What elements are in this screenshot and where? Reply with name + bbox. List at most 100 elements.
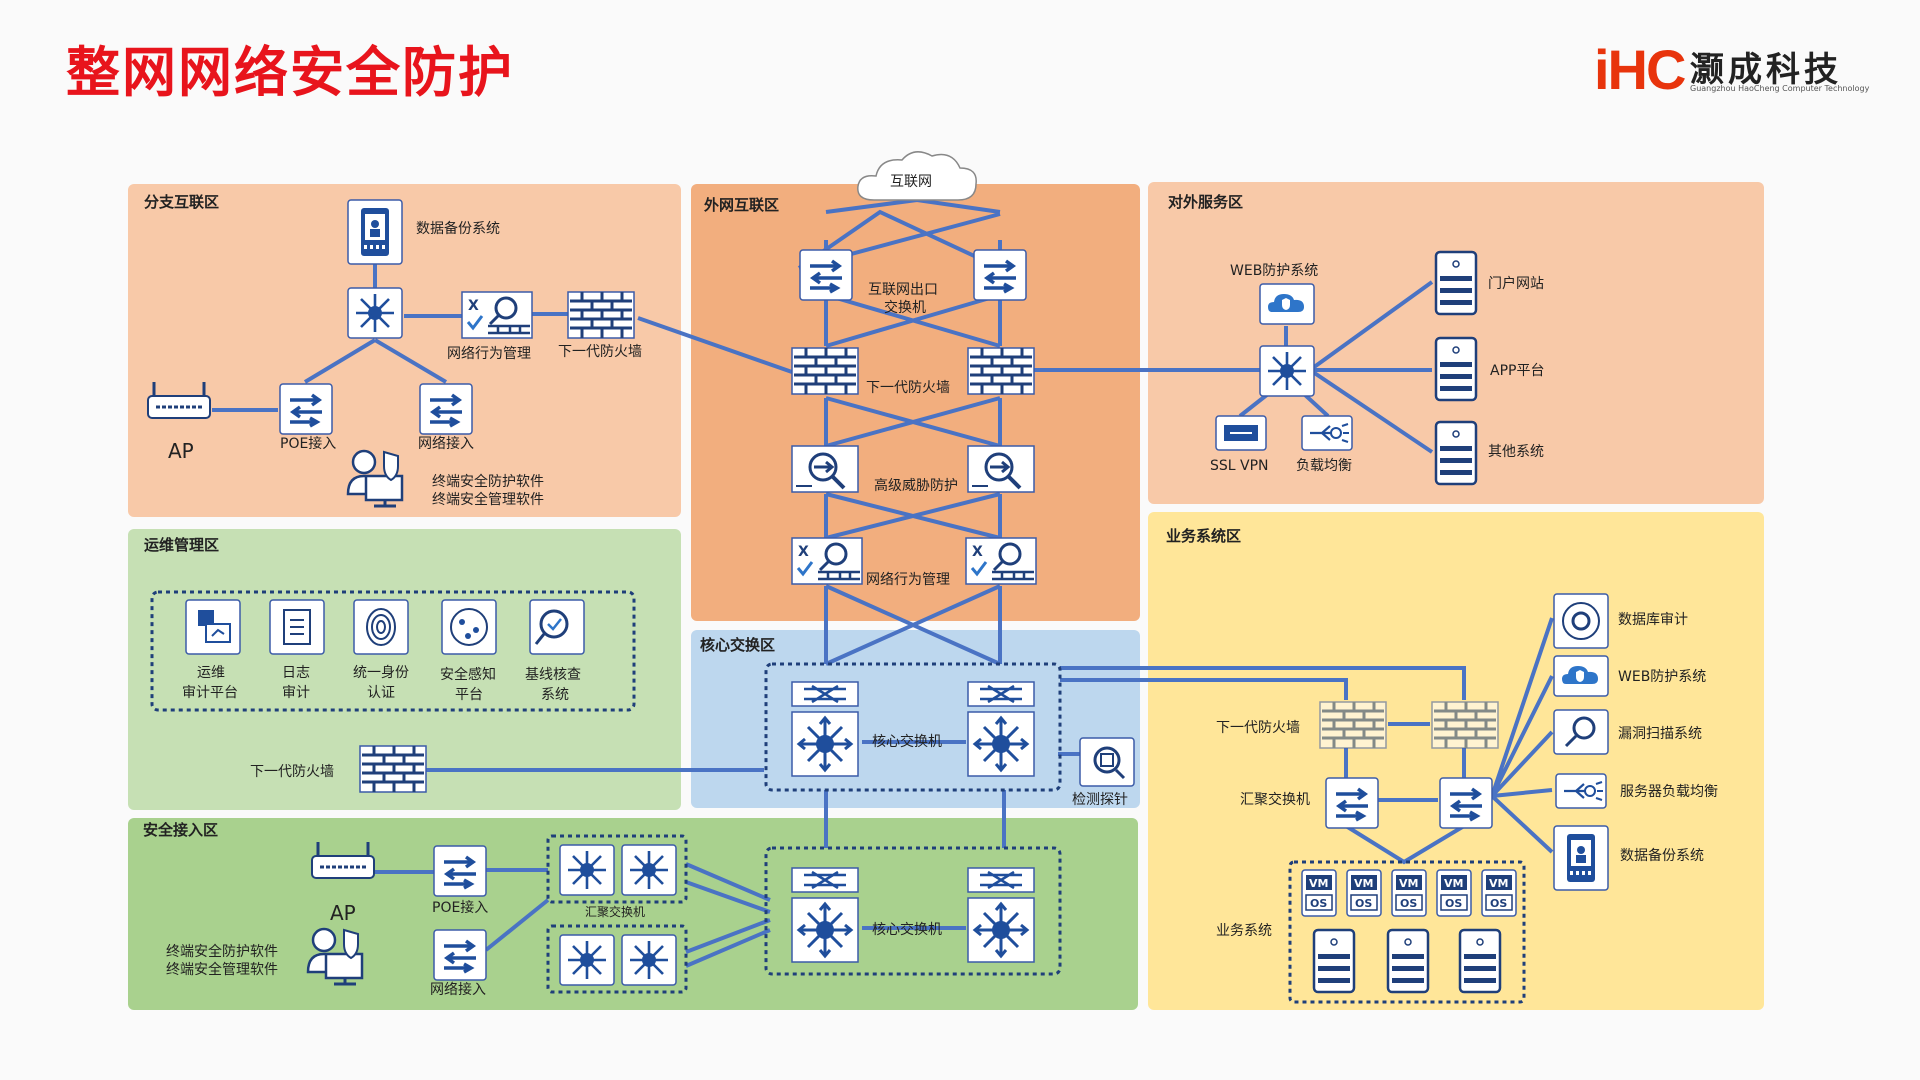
secure-core-switch-left-icon — [790, 896, 860, 964]
identity-label-2: 认证 — [367, 685, 395, 701]
logo-mark: iHC — [1594, 38, 1686, 101]
zone-ops-label: 运维管理区 — [144, 536, 219, 554]
secure-agg-switch-3-icon — [558, 933, 616, 987]
biz-web-label: WEB防护系统 — [1618, 669, 1706, 685]
biz-firewall-left-icon — [1318, 700, 1388, 750]
ops-audit-label-1: 运维 — [197, 665, 225, 681]
secure-agg-switch-1-icon — [558, 843, 616, 897]
vm-label: VM — [1309, 877, 1328, 890]
secure-poe-label: POE接入 — [432, 899, 488, 916]
vm-labels: VM OS VM OS VM OS VM OS VM OS — [1309, 877, 1508, 910]
probe-icon — [1079, 737, 1135, 787]
biz-server-1-icon — [1312, 928, 1356, 994]
log-audit-label-2: 审计 — [282, 685, 310, 701]
biz-system-label: 业务系统 — [1216, 923, 1272, 939]
secure-core-group — [764, 846, 1062, 976]
zone-business-label: 业务系统区 — [1166, 527, 1241, 545]
vm-label: VM — [1444, 877, 1463, 890]
ext-portal-label: 门户网站 — [1488, 275, 1544, 292]
secure-poe-switch-icon — [432, 844, 488, 898]
secure-endpoint-label-1: 终端安全防护软件 — [166, 943, 278, 960]
page-title: 整网网络安全防护 — [66, 41, 514, 104]
db-audit-icon — [1553, 593, 1609, 649]
ext-ssl-label: SSL VPN — [1210, 458, 1269, 474]
poe-switch-icon — [278, 382, 334, 436]
zone-secure — [128, 818, 1138, 1010]
branch-switch-icon — [346, 286, 404, 340]
branch-endpoint-label-2: 终端安全管理软件 — [432, 491, 544, 508]
branch-endpoint-label-1: 终端安全防护软件 — [432, 473, 544, 490]
core-switch-right-icon — [966, 710, 1036, 778]
secure-core-router-left-icon — [790, 866, 860, 894]
company-logo: iHC 灏成科技 Guangzhou HaoCheng Computer Tec… — [1594, 40, 1874, 100]
secure-ap-label: AP — [330, 901, 356, 925]
vuln-scan-icon — [1553, 709, 1609, 755]
ext-lb-label: 负载均衡 — [1296, 458, 1352, 474]
biz-firewall-right-icon — [1430, 700, 1500, 750]
wan-firewall-right-icon — [966, 346, 1036, 396]
probe-label: 检测探针 — [1072, 792, 1128, 808]
exit-switch-left-icon — [798, 248, 854, 302]
ext-app-label: APP平台 — [1490, 363, 1544, 379]
server-lb-icon — [1554, 772, 1608, 810]
biz-vuln-label: 漏洞扫描系统 — [1618, 726, 1702, 742]
branch-behavior-label: 网络行为管理 — [447, 346, 531, 362]
ops-audit-icon — [185, 599, 241, 655]
zone-external-label: 对外服务区 — [1168, 193, 1243, 211]
exit-switch-label-1: 互联网出口 — [868, 282, 938, 298]
apt-right-icon — [966, 444, 1036, 494]
log-audit-icon — [269, 599, 325, 655]
ext-web-label: WEB防护系统 — [1230, 263, 1318, 279]
secure-agg-group-top — [546, 834, 688, 904]
secure-core-switch-right-icon — [966, 896, 1036, 964]
secure-core-router-right-icon — [966, 866, 1036, 894]
behavior-management-icon — [460, 290, 534, 340]
os-label: OS — [1445, 897, 1462, 910]
secure-core-label: 核心交换机 — [872, 921, 942, 938]
biz-srv-lb-label: 服务器负载均衡 — [1620, 784, 1718, 800]
ops-tools-group — [150, 590, 636, 712]
biz-db-audit-label: 数据库审计 — [1618, 612, 1688, 628]
portal-server-icon — [1434, 250, 1478, 316]
branch-poe-label: POE接入 — [280, 435, 336, 452]
biz-server-3-icon — [1458, 928, 1502, 994]
wan-firewall-left-icon — [790, 346, 860, 396]
exit-switch-right-icon — [972, 248, 1028, 302]
firewall-icon — [566, 290, 636, 340]
wan-ngfw-label: 下一代防火墙 — [866, 380, 950, 396]
web-protection-icon — [1259, 283, 1315, 325]
baseline-label-1: 基线核查 — [525, 666, 581, 683]
logo-company-name: 灏成科技 — [1690, 50, 1842, 90]
vm-label: VM — [1354, 877, 1373, 890]
backup-system-icon — [347, 199, 403, 265]
biz-ngfw-label: 下一代防火墙 — [1216, 720, 1300, 736]
app-server-icon — [1434, 336, 1478, 402]
zone-secure-label: 安全接入区 — [143, 821, 218, 839]
core-switch-label: 核心交换机 — [872, 733, 942, 750]
log-audit-label-1: 日志 — [282, 665, 310, 681]
access-switch-icon — [418, 382, 474, 436]
other-server-icon — [1434, 420, 1478, 486]
secure-agg-group-bottom — [546, 924, 688, 994]
vm-label: VM — [1399, 877, 1418, 890]
apt-left-icon — [790, 444, 860, 494]
core-switch-left-icon — [790, 710, 860, 778]
secure-access-label: 网络接入 — [430, 981, 486, 998]
identity-label-1: 统一身份 — [353, 665, 409, 681]
biz-backup-icon — [1553, 825, 1609, 891]
secure-agg-switch-2-icon — [620, 843, 678, 897]
fingerprint-icon — [353, 599, 409, 655]
secure-agg-switch-4-icon — [620, 933, 678, 987]
wan-behavior-left-icon — [790, 536, 864, 586]
os-label: OS — [1490, 897, 1507, 910]
load-balance-icon — [1300, 414, 1354, 452]
branch-ngfw-label: 下一代防火墙 — [558, 344, 642, 360]
wan-apt-label: 高级威胁防护 — [874, 477, 958, 494]
baseline-label-2: 系统 — [541, 687, 569, 703]
branch-ap-label: AP — [168, 439, 194, 463]
vm-label: VM — [1489, 877, 1508, 890]
os-label: OS — [1400, 897, 1417, 910]
awareness-label-1: 安全感知 — [440, 666, 496, 683]
ssl-vpn-icon — [1215, 415, 1267, 451]
